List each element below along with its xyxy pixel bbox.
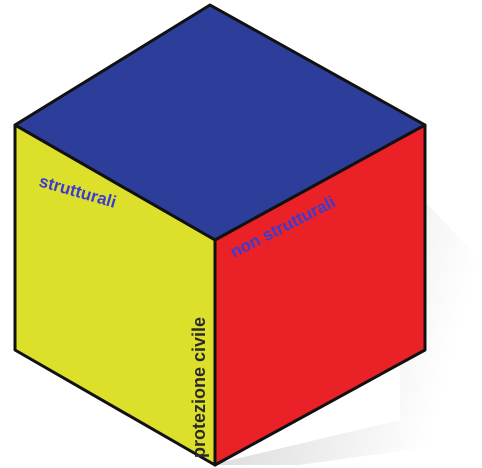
label-protezione-civile: protezione civile: [189, 317, 209, 458]
